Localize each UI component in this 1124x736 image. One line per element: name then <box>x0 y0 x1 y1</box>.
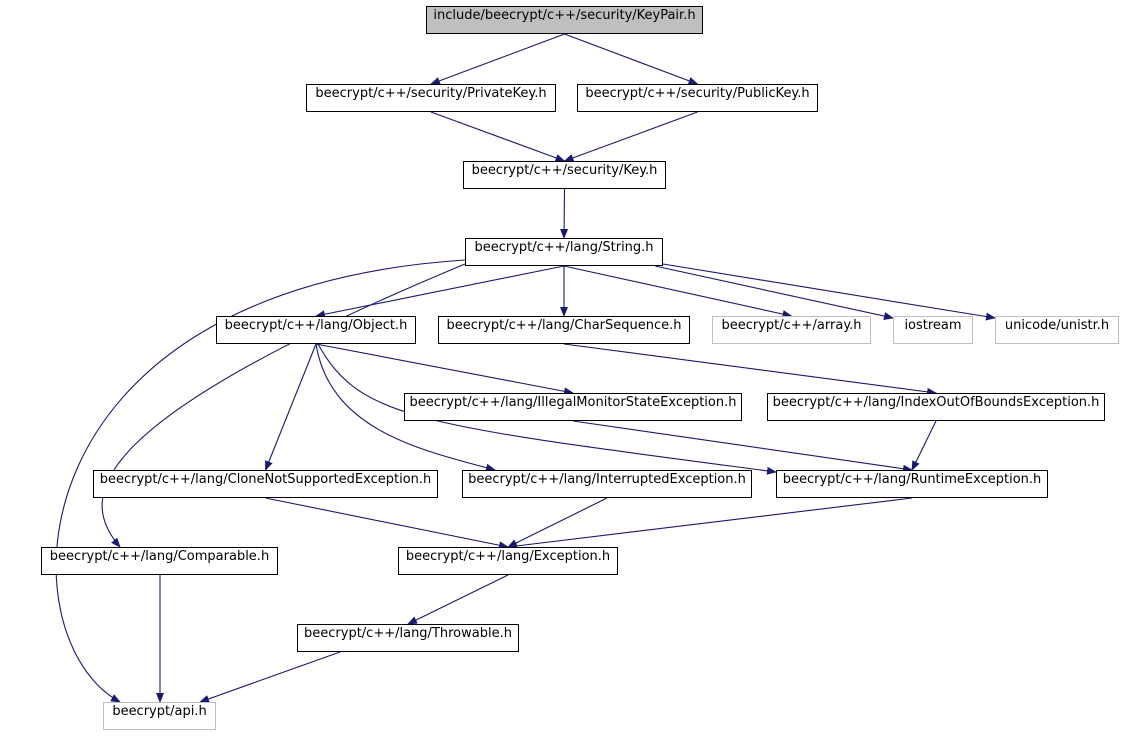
node-label: beecrypt/c++/security/PrivateKey.h <box>315 86 547 101</box>
node-label: beecrypt/c++/lang/String.h <box>474 240 654 255</box>
node-runtimeexception-h[interactable]: beecrypt/c++/lang/RuntimeException.h <box>776 470 1048 498</box>
edge-string-to-array <box>563 265 793 318</box>
node-string-h[interactable]: beecrypt/c++/lang/String.h <box>465 238 663 266</box>
edge-publickey-to-key <box>563 111 698 162</box>
node-api-h: beecrypt/api.h <box>103 702 216 730</box>
edge-string-to-api <box>55 259 466 703</box>
node-throwable-h[interactable]: beecrypt/c++/lang/Throwable.h <box>297 624 519 652</box>
node-label: beecrypt/c++/lang/Exception.h <box>405 549 611 564</box>
edge-clonenotsupported-to-exception <box>265 497 509 550</box>
edge-keypair-to-privatekey <box>430 33 565 85</box>
node-label: beecrypt/c++/lang/Object.h <box>224 318 408 333</box>
node-publickey-h[interactable]: beecrypt/c++/security/PublicKey.h <box>577 84 818 112</box>
node-charsequence-h[interactable]: beecrypt/c++/lang/CharSequence.h <box>438 316 690 344</box>
node-label: beecrypt/c++/lang/Throwable.h <box>304 626 512 641</box>
node-privatekey-h[interactable]: beecrypt/c++/security/PrivateKey.h <box>306 84 556 112</box>
node-label: beecrypt/c++/lang/IndexOutOfBoundsExcept… <box>772 395 1100 410</box>
edge-throwable-to-api <box>199 651 341 703</box>
node-array-h: beecrypt/c++/array.h <box>712 316 871 344</box>
edge-string-to-unistr <box>662 263 996 321</box>
node-interruptedexception-h[interactable]: beecrypt/c++/lang/InterruptedException.h <box>462 470 752 498</box>
node-label: beecrypt/api.h <box>112 704 207 719</box>
edge-exception-to-throwable <box>407 574 509 625</box>
node-label: beecrypt/c++/lang/CharSequence.h <box>446 318 682 333</box>
node-iostream: iostream <box>893 316 973 344</box>
edge-charsequence-to-indexoutofbounds <box>563 343 937 396</box>
node-label: beecrypt/c++/security/PublicKey.h <box>585 86 810 101</box>
edge-object-to-illegalmonitor <box>315 343 574 396</box>
node-label: iostream <box>904 318 962 333</box>
node-illegalmonitorstateexception-h[interactable]: beecrypt/c++/lang/IllegalMonitorStateExc… <box>404 393 742 421</box>
edge-object-to-interrupted <box>315 343 496 472</box>
node-label: beecrypt/c++/lang/Comparable.h <box>49 549 270 564</box>
edge-string-to-object <box>315 265 565 319</box>
edge-indexoutofbounds-to-runtime <box>911 420 937 471</box>
node-label: beecrypt/c++/array.h <box>721 318 862 333</box>
edge-runtime-to-exception <box>507 497 913 550</box>
node-clonenotsupportedexception-h[interactable]: beecrypt/c++/lang/CloneNotSupportedExcep… <box>93 470 438 498</box>
dependency-edges <box>55 33 996 703</box>
node-label: beecrypt/c++/lang/CloneNotSupportedExcep… <box>99 472 432 487</box>
node-object-h[interactable]: beecrypt/c++/lang/Object.h <box>216 316 416 344</box>
node-unistr-h: unicode/unistr.h <box>995 316 1119 344</box>
edge-object-to-clonenotsupported <box>264 343 317 471</box>
node-label: include/beecrypt/c++/security/KeyPair.h <box>433 8 696 23</box>
edge-privatekey-to-key <box>430 111 566 162</box>
node-label: beecrypt/c++/security/Key.h <box>471 163 658 178</box>
node-label: beecrypt/c++/lang/RuntimeException.h <box>782 472 1042 487</box>
node-label: beecrypt/c++/lang/IllegalMonitorStateExc… <box>409 395 737 410</box>
node-indexoutofboundsexception-h[interactable]: beecrypt/c++/lang/IndexOutOfBoundsExcept… <box>767 393 1105 421</box>
node-label: beecrypt/c++/lang/InterruptedException.h <box>468 472 746 487</box>
node-label: unicode/unistr.h <box>1004 318 1110 333</box>
edge-illegalmonitor-to-runtime <box>572 420 913 473</box>
node-exception-h[interactable]: beecrypt/c++/lang/Exception.h <box>398 547 618 575</box>
node-key-h[interactable]: beecrypt/c++/security/Key.h <box>463 161 666 189</box>
edge-string-to-iostream <box>654 265 894 320</box>
edge-interrupted-to-exception <box>507 497 608 548</box>
node-comparable-h[interactable]: beecrypt/c++/lang/Comparable.h <box>41 547 278 575</box>
edge-key-to-string <box>560 188 569 239</box>
edge-keypair-to-publickey <box>564 33 699 85</box>
node-keypair-h[interactable]: include/beecrypt/c++/security/KeyPair.h <box>426 6 703 34</box>
